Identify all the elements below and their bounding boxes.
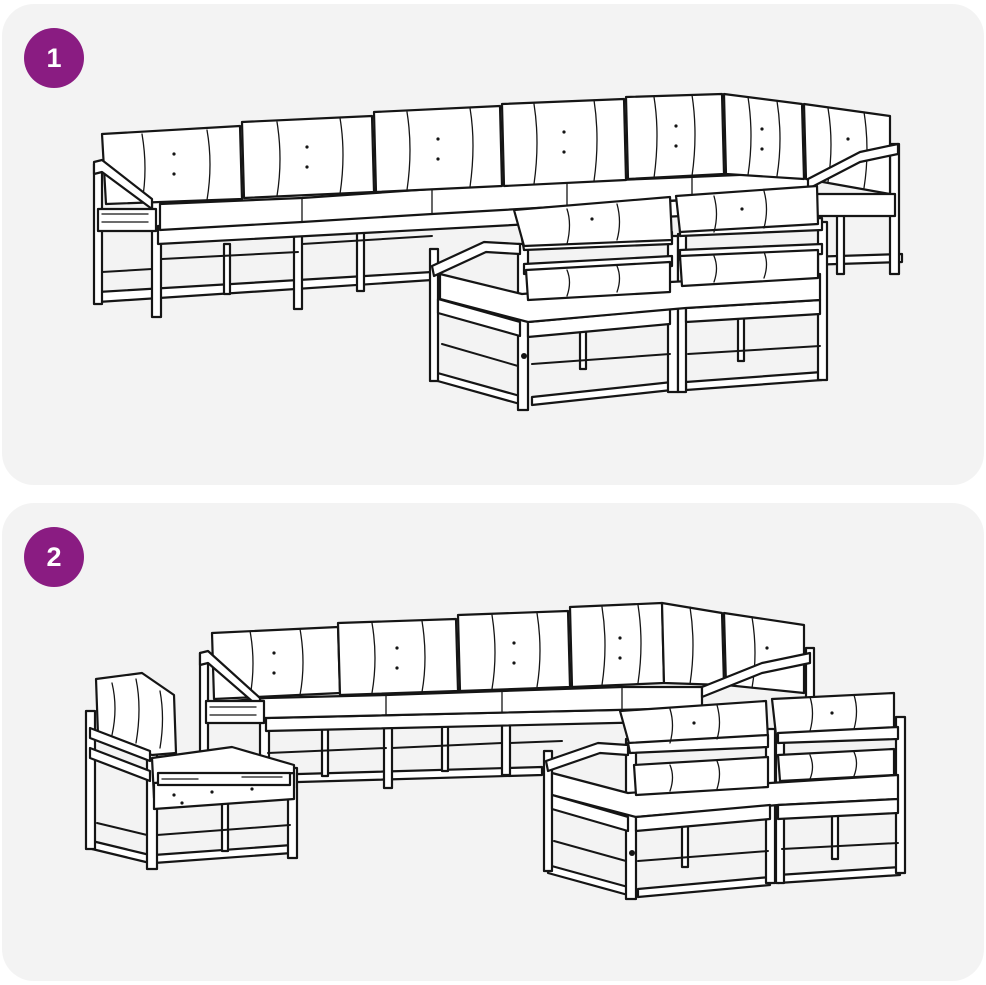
step-2-panel: 2 bbox=[2, 503, 984, 981]
front-armchairs bbox=[428, 184, 829, 412]
detached-corner-module bbox=[84, 671, 299, 871]
front-armchairs bbox=[542, 691, 907, 901]
step-2-badge: 2 bbox=[24, 527, 84, 587]
back-sofa-row bbox=[92, 92, 904, 319]
step-1-panel: 1 bbox=[2, 4, 984, 485]
step-1-badge: 1 bbox=[24, 28, 84, 88]
back-sofa-row bbox=[198, 601, 816, 795]
step-1-illustration bbox=[92, 92, 904, 412]
step-2-illustration bbox=[84, 601, 907, 901]
